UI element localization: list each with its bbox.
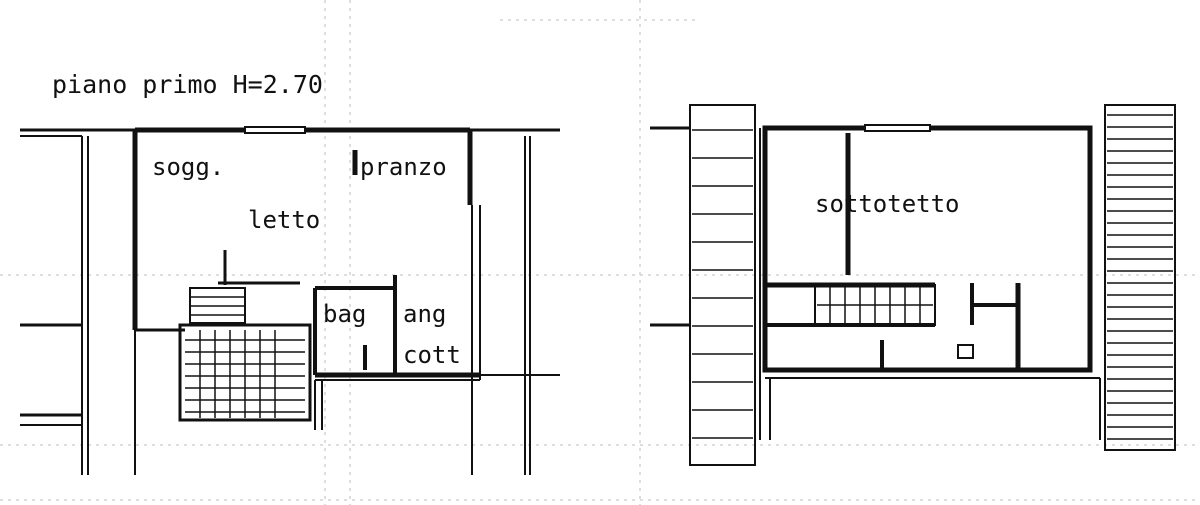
right-plan bbox=[650, 104, 1176, 466]
stair-treads bbox=[185, 330, 305, 418]
plan-title: piano primo H=2.70 bbox=[52, 70, 323, 99]
room-label-pranzo: pranzo bbox=[360, 153, 447, 181]
hatched-band-left bbox=[689, 104, 756, 466]
left-plan bbox=[20, 126, 560, 475]
room-label-ang: ang bbox=[403, 300, 447, 328]
hatched-band-right bbox=[1104, 104, 1176, 451]
room-label-cott: cott bbox=[403, 341, 461, 369]
room-label-sottotetto: sottotetto bbox=[815, 190, 960, 218]
attic-stair bbox=[814, 284, 936, 326]
room-label-letto: letto bbox=[248, 206, 321, 234]
room-label-sogg: sogg. bbox=[152, 153, 225, 181]
stair-box bbox=[178, 323, 312, 422]
room-label-bag: bag bbox=[323, 300, 367, 328]
attic-walls bbox=[762, 125, 1093, 373]
